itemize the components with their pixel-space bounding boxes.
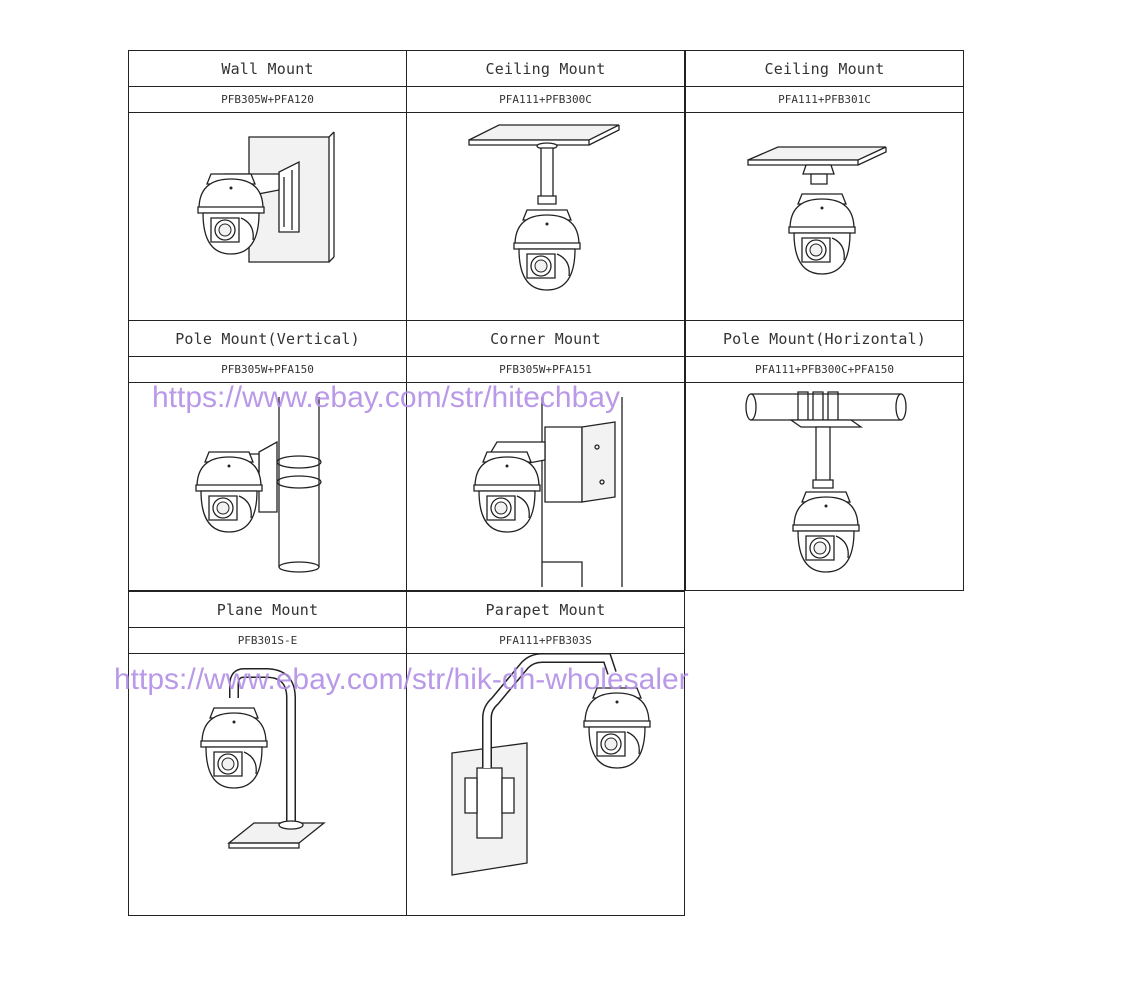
mount-model: PFB305W+PFA151: [407, 356, 684, 383]
mount-cell-corner: Corner Mount PFB305W+PFA151: [406, 320, 685, 591]
mount-model: PFA111+PFB301C: [686, 86, 963, 113]
mount-cell-pole-horizontal: Pole Mount(Horizontal) PFA111+PFB300C+PF…: [685, 320, 964, 591]
mount-title: Plane Mount: [129, 592, 406, 628]
pole-vertical-illustration: [195, 382, 405, 589]
mount-title: Pole Mount(Vertical): [129, 321, 406, 357]
mount-title: Ceiling Mount: [686, 51, 963, 87]
watermark-text: https://www.ebay.com/str/hik-dh-wholesal…: [114, 663, 689, 696]
mount-cell-ceiling-2: Ceiling Mount PFA111+PFB301C: [685, 50, 964, 321]
corner-mount-illustration: [473, 382, 683, 589]
camera-icon: [200, 707, 268, 789]
mount-cell-parapet: Parapet Mount PFA111+PFB303S: [406, 591, 685, 916]
mount-cell-pole-vertical: Pole Mount(Vertical) PFB305W+PFA150: [128, 320, 407, 591]
mount-title: Parapet Mount: [407, 592, 684, 628]
watermark-text: https://www.ebay.com/str/hitechbay: [152, 381, 620, 414]
camera-icon: [195, 451, 263, 533]
mount-model: PFB301S-E: [129, 627, 406, 654]
ceiling-mount-illustration: [686, 112, 962, 275]
mount-model: PFA111+PFB300C+PFA150: [686, 356, 963, 383]
parapet-mount-illustration: [407, 653, 651, 914]
mount-title: Ceiling Mount: [407, 51, 684, 87]
camera-icon: [792, 491, 860, 573]
mount-title: Wall Mount: [129, 51, 406, 87]
mount-title: Pole Mount(Horizontal): [686, 321, 963, 357]
camera-icon: [788, 193, 856, 275]
camera-icon: [513, 209, 581, 291]
wall-mount-illustration: [197, 112, 405, 319]
plane-mount-illustration: [200, 653, 405, 914]
mount-title: Corner Mount: [407, 321, 684, 357]
mount-model: PFB305W+PFA150: [129, 356, 406, 383]
mount-cell-plane: Plane Mount PFB301S-E: [128, 591, 407, 916]
mount-options-table: Wall Mount PFB305W+PFA120 Ceiling Mount …: [128, 50, 964, 916]
mount-cell-ceiling-1: Ceiling Mount PFA111+PFB300C: [406, 50, 685, 321]
ceiling-mount-illustration: [407, 112, 683, 291]
camera-icon: [473, 451, 541, 533]
mount-model: PFB305W+PFA120: [129, 86, 406, 113]
mount-cell-wall: Wall Mount PFB305W+PFA120: [128, 50, 407, 321]
camera-icon: [583, 687, 651, 769]
mount-model: PFA111+PFB300C: [407, 86, 684, 113]
mount-model: PFA111+PFB303S: [407, 627, 684, 654]
pole-horizontal-illustration: [686, 382, 962, 573]
